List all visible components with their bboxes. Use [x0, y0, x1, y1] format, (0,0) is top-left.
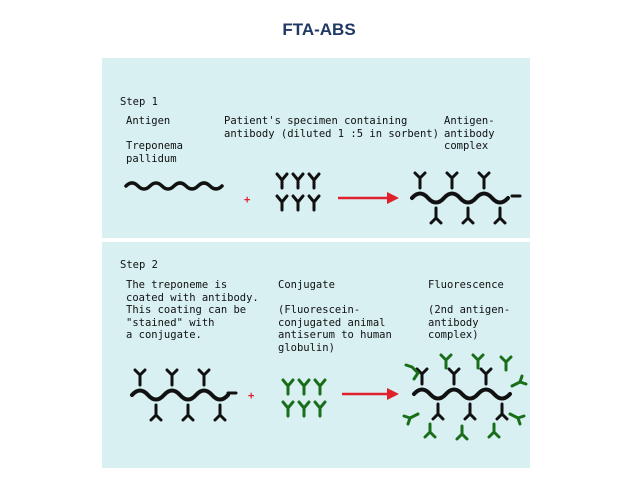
coated-description: The treponeme is coated with antibody. T… — [126, 279, 259, 341]
fluorescence-description: (2nd antigen- antibody complex) — [428, 304, 511, 341]
fluorescent-complex — [402, 353, 528, 441]
antibody-group-1 — [275, 172, 321, 212]
conjugate-antibodies — [281, 378, 327, 418]
step1-panel: Step 1 Antigen Treponema pallidum Patien… — [102, 58, 530, 238]
complex-label: Antigen- antibody complex — [444, 115, 495, 152]
conjugate-description: (Fluorescein- conjugated animal antiseru… — [278, 304, 392, 354]
coated-treponeme — [130, 368, 238, 422]
antigen-label: Antigen — [126, 115, 171, 127]
antigen-antibody-complex-1 — [410, 171, 522, 225]
treponema-spirochete — [124, 181, 224, 191]
conjugate-label: Conjugate — [278, 279, 335, 291]
treponema-label: Treponema pallidum — [126, 140, 183, 165]
step2-illustration — [130, 353, 528, 441]
step2-heading: Step 2 — [120, 259, 158, 271]
step1-illustration — [124, 171, 522, 225]
step2-panel: Step 2 The treponeme is coated with anti… — [102, 242, 530, 468]
step1-heading: Step 1 — [120, 96, 158, 108]
specimen-label: Patient's specimen containing antibody (… — [224, 115, 439, 140]
reaction-arrow-1 — [338, 192, 399, 204]
plus-sign-1: + — [244, 194, 251, 206]
reaction-arrow-2 — [342, 388, 399, 400]
plus-sign-2: + — [248, 390, 255, 402]
fluorescence-label: Fluorescence — [428, 279, 504, 291]
page-title: FTA-ABS — [282, 20, 356, 39]
